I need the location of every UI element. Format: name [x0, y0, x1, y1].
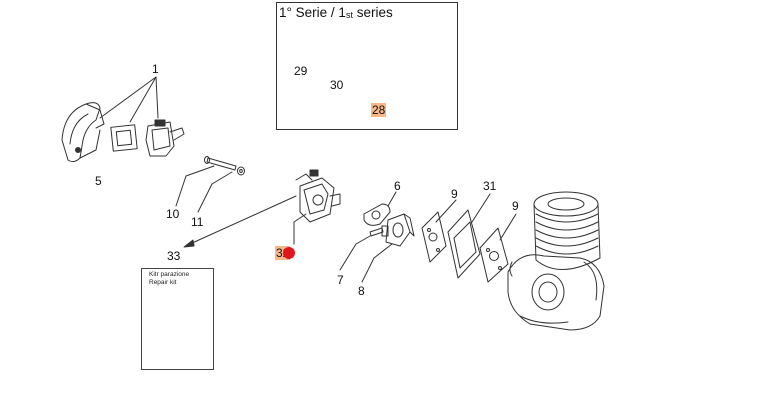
callout-1[interactable]: 1 — [152, 62, 159, 76]
callout-31[interactable]: 31 — [483, 179, 497, 193]
inset-title: 1° Serie / 1st series — [279, 5, 393, 20]
filter-element-part — [110, 124, 138, 152]
spacer-block-part — [385, 213, 415, 247]
callout-29[interactable]: 29 — [294, 64, 308, 78]
callout-28-label: 28 — [371, 103, 387, 117]
engine-cylinder-part — [507, 191, 605, 331]
bolt-part — [204, 156, 245, 176]
callout-8[interactable]: 8 — [358, 284, 365, 298]
callout-28[interactable]: 28 — [371, 103, 387, 117]
callout-9-left[interactable]: 9 — [451, 187, 458, 201]
callout-6[interactable]: 6 — [394, 179, 401, 193]
inset-title-end: series — [352, 5, 393, 20]
leader-8b — [373, 243, 393, 259]
leader-10b — [185, 165, 215, 177]
repair-kit-label: Kitr parazione Repair kit — [149, 271, 189, 287]
inset-title-main: 1° Serie / 1 — [279, 5, 346, 20]
gasket-9-left-part — [421, 211, 447, 263]
leader-8 — [361, 257, 375, 283]
callout-33[interactable]: 33 — [167, 249, 181, 263]
callout-30[interactable]: 30 — [330, 78, 344, 92]
callout-7[interactable]: 7 — [337, 273, 344, 287]
gasket-9-right-part — [479, 227, 509, 283]
callout-9-right[interactable]: 9 — [512, 199, 519, 213]
leader-7 — [339, 243, 357, 271]
leader-10 — [175, 175, 187, 207]
leader-7b — [355, 235, 371, 245]
carburetor-part — [295, 169, 341, 223]
leader-9b — [499, 213, 517, 241]
leader-31 — [471, 193, 491, 223]
air-filter-cover-part — [61, 102, 105, 163]
repair-kit-label-it: Kitr parazione — [149, 271, 190, 278]
insulator-gasket-part — [363, 203, 391, 226]
callout-11[interactable]: 11 — [191, 215, 204, 229]
repair-kit-label-en: Repair kit — [149, 279, 177, 286]
leader-11 — [197, 183, 213, 213]
repair-kit-box — [141, 268, 214, 370]
screw-part — [369, 225, 389, 237]
leader-33-arrow — [183, 195, 297, 248]
plate-31-part — [447, 209, 481, 279]
selected-hotspot-marker[interactable] — [283, 247, 295, 259]
leader-1 — [99, 76, 159, 123]
callout-10[interactable]: 10 — [166, 207, 180, 221]
first-series-inset — [276, 2, 458, 130]
inset-title-sub: st — [345, 10, 353, 20]
leader-9a — [435, 199, 457, 223]
leader-32b — [293, 213, 307, 223]
callout-5[interactable]: 5 — [95, 174, 102, 188]
filter-base-part — [145, 119, 185, 157]
leader-11b — [211, 171, 233, 185]
leader-6 — [387, 191, 397, 207]
